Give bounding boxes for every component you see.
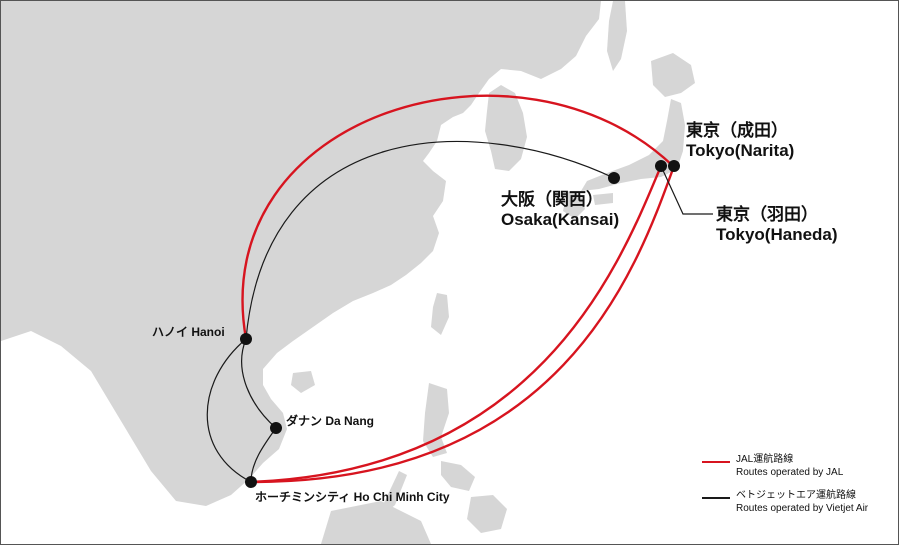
asia-mainland bbox=[1, 1, 601, 506]
marker-osaka bbox=[608, 172, 620, 184]
legend-vietjet-text: ベトジェットエア運航路線 Routes operated by Vietjet … bbox=[736, 489, 868, 515]
shikoku bbox=[593, 193, 613, 205]
legend-jal-line bbox=[702, 461, 730, 463]
route-vietjet-hanoi-danang bbox=[241, 338, 277, 429]
label-haneda-ja: 東京（羽田） bbox=[716, 205, 818, 224]
palawan bbox=[383, 471, 407, 513]
marker-haneda bbox=[655, 160, 667, 172]
route-jal-hcmc-narita bbox=[250, 165, 676, 484]
kyushu bbox=[563, 191, 585, 219]
route-vietjet-hanoi-osaka bbox=[245, 141, 615, 340]
marker-hcmc bbox=[245, 476, 257, 488]
sakhalin bbox=[607, 1, 627, 71]
marker-narita bbox=[668, 160, 680, 172]
route-jal-hanoi-narita bbox=[241, 94, 674, 340]
label-osaka-en: Osaka(Kansai) bbox=[501, 210, 620, 229]
label-haneda: 東京（羽田） Tokyo(Haneda) bbox=[716, 205, 838, 245]
legend-vietjet-en: Routes operated by Vietjet Air bbox=[736, 503, 869, 514]
routes bbox=[206, 94, 713, 484]
hainan bbox=[291, 371, 315, 393]
label-hanoi: ハノイ Hanoi bbox=[152, 325, 225, 339]
legend-vietjet-line bbox=[702, 497, 730, 499]
korean-peninsula bbox=[485, 85, 527, 171]
label-haneda-en: Tokyo(Haneda) bbox=[716, 225, 838, 244]
label-osaka: 大阪（関西） Osaka(Kansai) bbox=[501, 190, 619, 230]
visayas bbox=[441, 461, 475, 491]
route-jal-hcmc-haneda bbox=[250, 165, 663, 484]
label-narita-ja: 東京（成田） bbox=[686, 121, 788, 140]
legend-jal-en: Routes operated by JAL bbox=[736, 467, 844, 478]
marker-hanoi bbox=[240, 333, 252, 345]
label-danang: ダナン Da Nang bbox=[286, 414, 375, 428]
legend-jal-ja: JAL運航路線 bbox=[736, 454, 794, 465]
route-vietjet-hanoi-hcmc bbox=[206, 338, 252, 483]
borneo bbox=[321, 501, 431, 544]
label-narita-en: Tokyo(Narita) bbox=[686, 141, 795, 160]
city-markers bbox=[240, 160, 680, 488]
land-masses bbox=[1, 1, 695, 544]
luzon bbox=[423, 383, 449, 457]
marker-danang bbox=[270, 422, 282, 434]
haneda-leader-line bbox=[660, 165, 713, 215]
hokkaido bbox=[651, 53, 695, 97]
label-narita: 東京（成田） Tokyo(Narita) bbox=[686, 121, 794, 161]
label-hcmc: ホーチミンシティ Ho Chi Minh City bbox=[255, 490, 450, 504]
legend-vietjet-ja: ベトジェットエア運航路線 bbox=[736, 490, 856, 501]
mindanao bbox=[467, 495, 507, 533]
legend-jal-text: JAL運航路線 Routes operated by JAL bbox=[736, 453, 843, 479]
label-osaka-ja: 大阪（関西） bbox=[501, 190, 603, 209]
taiwan bbox=[431, 293, 449, 335]
